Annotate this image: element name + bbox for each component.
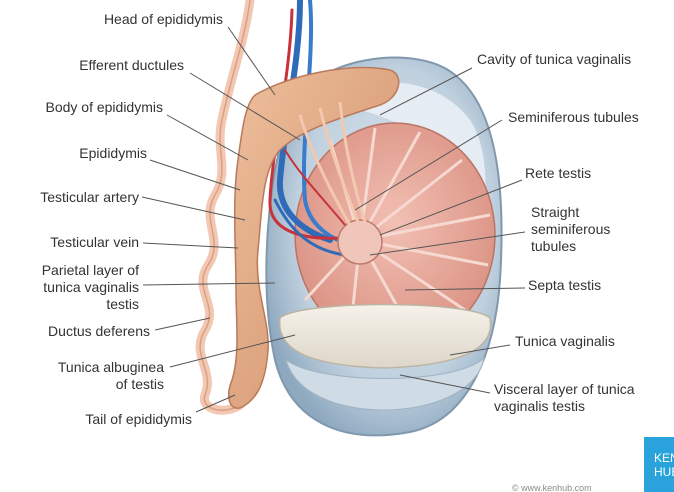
logo-line: HUB [644, 465, 674, 479]
label-line: testis [42, 296, 139, 313]
label-line: tunica vaginalis [42, 279, 139, 296]
leader-line [142, 197, 245, 220]
leader-line [143, 243, 238, 248]
leader-line [167, 115, 248, 160]
label-body-of-epididymis: Body of epididymis [45, 99, 163, 116]
label-visceral-layer: Visceral layer of tunica vaginalis testi… [494, 381, 635, 415]
label-line: Straight [531, 204, 610, 221]
label-epididymis: Epididymis [79, 145, 147, 162]
label-parietal-layer: Parietal layer of tunica vaginalis testi… [42, 262, 139, 313]
label-line: Tunica albuginea [58, 359, 164, 376]
label-line: tubules [531, 238, 610, 255]
label-line: Parietal layer of [42, 262, 139, 279]
leader-line [150, 160, 240, 190]
label-head-of-epididymis: Head of epididymis [104, 11, 223, 28]
copyright-credit: © www.kenhub.com [512, 483, 592, 492]
label-tunica-albuginea: Tunica albuginea of testis [58, 359, 164, 393]
label-line: vaginalis testis [494, 398, 635, 415]
label-cavity-of-tunica-vaginalis: Cavity of tunica vaginalis [477, 51, 631, 68]
rete-testis [338, 220, 382, 264]
label-line: Visceral layer of tunica [494, 381, 635, 398]
label-line: of testis [58, 376, 164, 393]
label-testicular-vein: Testicular vein [50, 234, 139, 251]
label-rete-testis: Rete testis [525, 165, 591, 182]
label-ductus-deferens: Ductus deferens [48, 323, 150, 340]
label-line: seminiferous [531, 221, 610, 238]
label-efferent-ductules: Efferent ductules [79, 57, 184, 74]
kenhub-logo: KEN HUB [644, 437, 674, 492]
label-tail-of-epididymis: Tail of epididymis [85, 411, 192, 428]
label-testicular-artery: Testicular artery [40, 189, 139, 206]
label-tunica-vaginalis: Tunica vaginalis [515, 333, 615, 350]
label-septa-testis: Septa testis [528, 277, 601, 294]
label-seminiferous-tubules: Seminiferous tubules [508, 109, 639, 126]
label-straight-seminiferous-tubules: Straight seminiferous tubules [531, 204, 610, 255]
logo-line: KEN [644, 437, 674, 465]
